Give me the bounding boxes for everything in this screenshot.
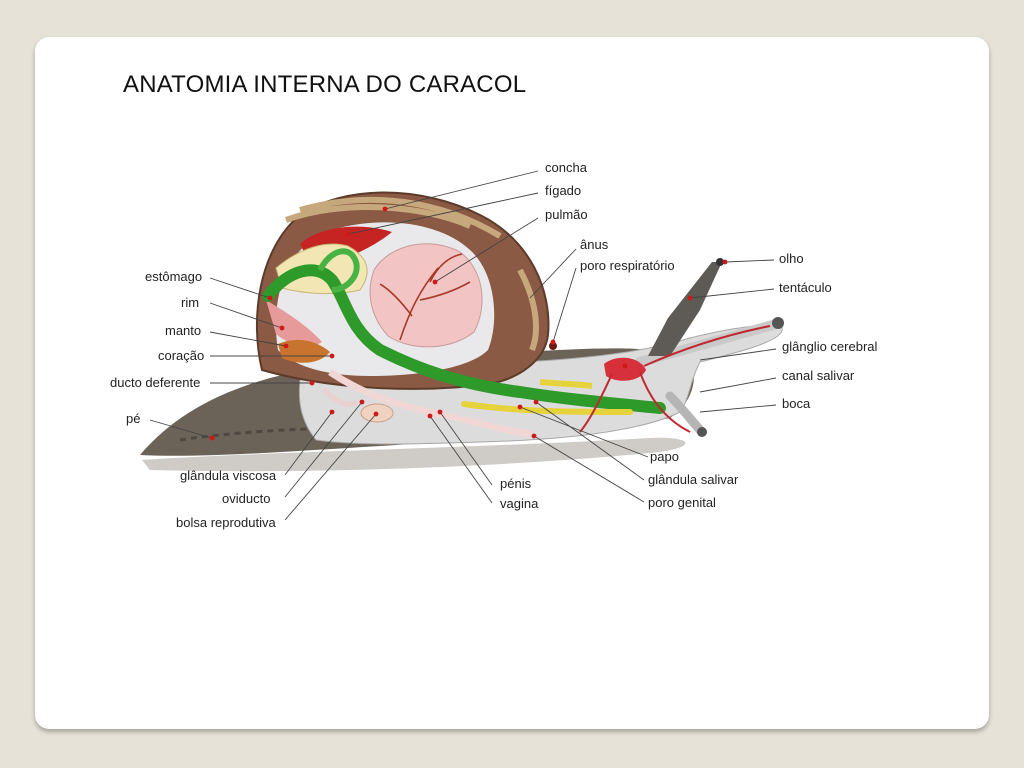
lower-tentacle-tip — [697, 427, 707, 437]
label-bolsa-reprodutiva: bolsa reprodutiva — [176, 515, 276, 530]
heart — [278, 339, 330, 363]
mucus-gland — [322, 388, 358, 407]
label-anus: ânus — [580, 237, 609, 252]
label-vagina: vagina — [500, 496, 539, 511]
leader-lines — [149, 170, 777, 521]
respiratory-pore — [549, 342, 557, 350]
label-papo: papo — [650, 449, 679, 464]
label-olho: olho — [779, 251, 804, 266]
cerebral-ganglion — [604, 357, 646, 381]
label-boca: boca — [782, 396, 811, 411]
foot-shadow — [142, 437, 686, 472]
label-pulmao: pulmão — [545, 207, 588, 222]
label-manto: manto — [165, 323, 201, 338]
label-oviducto: oviducto — [222, 491, 270, 506]
salivary-gland-upper — [539, 379, 593, 389]
kidney — [266, 300, 322, 347]
label-rim: rim — [181, 295, 199, 310]
upper-tentacle-tip — [772, 317, 784, 329]
label-poro-respiratorio: poro respiratório — [580, 258, 675, 273]
label-markers — [209, 206, 728, 441]
label-tentaculo: tentáculo — [779, 280, 832, 295]
label-glandula-salivar: glândula salivar — [648, 472, 739, 487]
lung-vessels — [379, 253, 471, 341]
intestine-loop — [317, 248, 360, 293]
label-concha: concha — [545, 160, 588, 175]
label-coracao: coração — [158, 348, 204, 363]
digestive-tract — [262, 264, 666, 414]
label-estomago: estômago — [145, 269, 202, 284]
label-ganglio-cerebral: glânglio cerebral — [782, 339, 878, 354]
label-canal-salivar: canal salivar — [782, 368, 855, 383]
eye-stalk — [648, 262, 722, 356]
shell-bands — [284, 196, 539, 352]
lung — [369, 243, 483, 348]
eye-icon — [716, 258, 724, 266]
label-poro-genital: poro genital — [648, 495, 716, 510]
nerves — [579, 325, 771, 433]
label-ducto-deferente: ducto deferente — [110, 375, 200, 390]
reproductive-duct — [328, 369, 531, 438]
salivary-gland — [461, 401, 633, 415]
label-pe: pé — [126, 411, 140, 426]
label-glandula-viscosa: glândula viscosa — [180, 468, 277, 483]
page-title: ANATOMIA INTERNA DO CARACOL — [123, 71, 527, 98]
label-penis: pénis — [500, 476, 532, 491]
label-figado: fígado — [545, 183, 581, 198]
